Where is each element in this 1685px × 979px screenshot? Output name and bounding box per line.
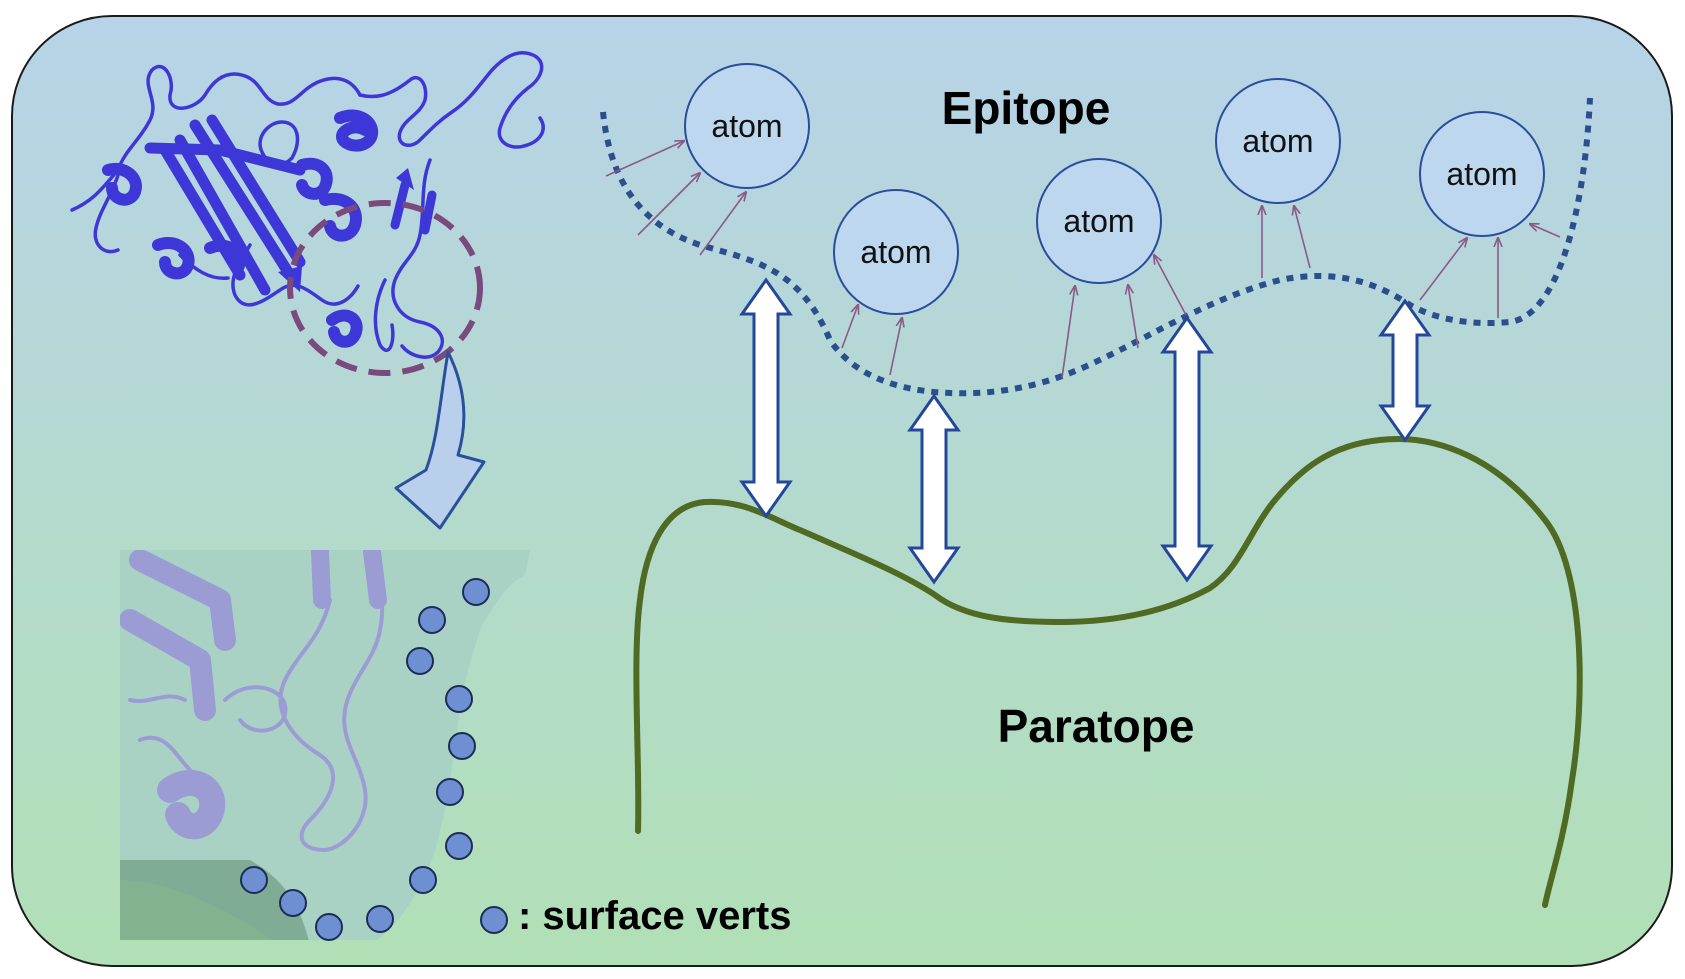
surface-vertices [240, 578, 490, 941]
surface-vertex-dot-icon [366, 905, 394, 933]
atom-label: atom [860, 234, 931, 270]
legend: : surface verts [480, 894, 791, 938]
atom-node: atom [1419, 111, 1545, 237]
surface-vertex-dot-icon [462, 578, 490, 606]
atom-label: atom [711, 108, 782, 144]
interaction-double-arrow [907, 393, 961, 585]
epitope-label: Epitope [942, 82, 1111, 134]
atom-nodes: atom atom atom atom atom [684, 63, 1545, 315]
surface-vertex-dot-icon [436, 778, 464, 806]
atom-label: atom [1242, 123, 1313, 159]
surface-vertex-dot-icon [445, 832, 473, 860]
atom-node: atom [684, 63, 810, 189]
atom-node: atom [1036, 158, 1162, 284]
surface-vertex-dot-icon [315, 913, 343, 941]
paratope-label: Paratope [998, 700, 1195, 752]
surface-vertex-dot-icon [480, 906, 508, 934]
atom-label: atom [1446, 156, 1517, 192]
surface-vertex-dot-icon [418, 606, 446, 634]
surface-vertex-dot-icon [406, 647, 434, 675]
surface-vertex-dot-icon [448, 732, 476, 760]
interaction-double-arrow [1160, 315, 1214, 583]
atom-node: atom [833, 189, 959, 315]
interaction-double-arrow [739, 277, 793, 519]
atom-pointer-arrows [605, 141, 1561, 379]
epitope-region-highlight [287, 200, 483, 376]
surface-vertex-dot-icon [409, 866, 437, 894]
paratope-surface-curve [633, 436, 1583, 908]
interaction-double-arrow [1378, 298, 1432, 443]
surface-vertex-dot-icon [279, 889, 307, 917]
surface-vertex-dot-icon [240, 866, 268, 894]
zoom-callout-arrow [394, 350, 486, 530]
interaction-arrows [739, 277, 1432, 585]
legend-label: : surface verts [518, 894, 791, 938]
protein-ribbon-icon [70, 51, 545, 359]
epitope-surface-curve [600, 97, 1593, 397]
surface-vertex-dot-icon [445, 685, 473, 713]
atom-node: atom [1215, 78, 1341, 204]
atom-label: atom [1063, 203, 1134, 239]
